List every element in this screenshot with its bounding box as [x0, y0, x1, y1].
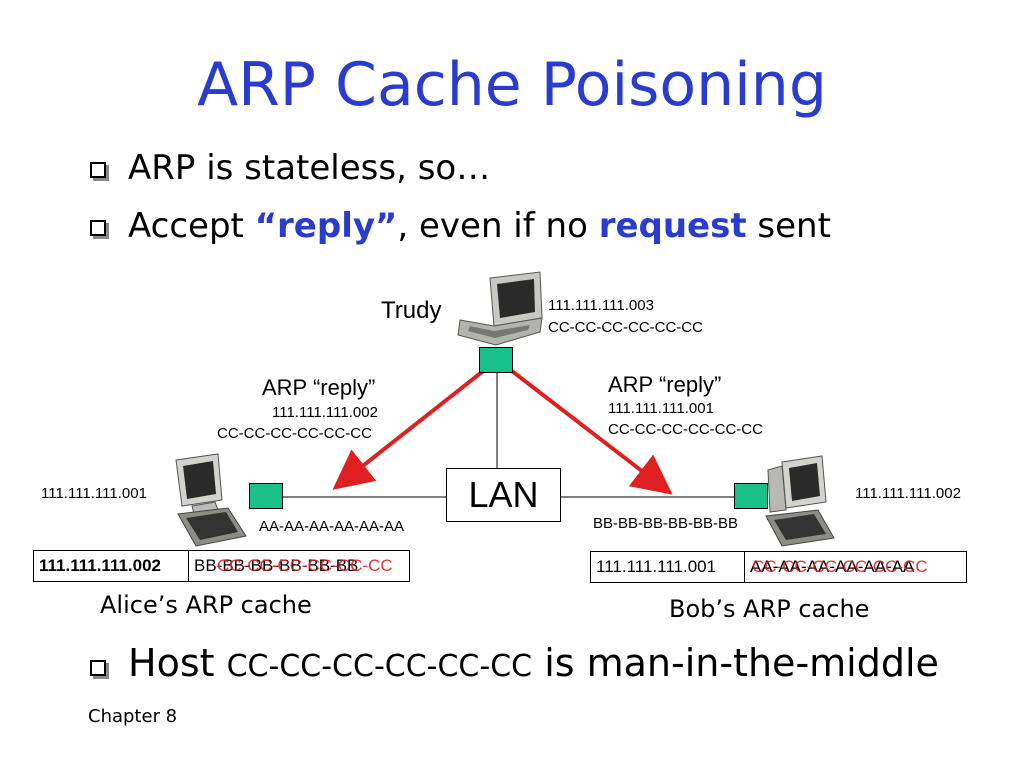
alice-ip: 111.111.111.001 [41, 485, 147, 502]
bullet-square-icon [90, 220, 106, 236]
bob-cache-mac-new: CC-CC-CC-CC-CC-CC [752, 557, 928, 576]
bullet-accept-mid: , even if no [397, 206, 599, 246]
left-reply-ip: 111.111.111.002 [272, 404, 378, 421]
bob-computer-icon [765, 455, 835, 547]
alice-cache-ip-text: 111.111.111.002 [39, 556, 161, 575]
request-keyword: request [598, 206, 747, 246]
trudy-switch [479, 347, 513, 373]
right-reply-mac: CC-CC-CC-CC-CC-CC [608, 421, 763, 438]
bob-switch [734, 483, 768, 509]
laptop-icon [457, 271, 543, 346]
bob-mac: BB-BB-BB-BB-BB-BB [593, 515, 739, 532]
trudy-ip: 111.111.111.003 [548, 297, 654, 314]
bullet-square-icon [90, 660, 106, 676]
bullet-host-mac: CC-CC-CC-CC-CC-CC [226, 649, 533, 684]
bob-cache-mac: AA-AA-AA-AA-AA-AA CC-CC-CC-CC-CC-CC [745, 552, 966, 582]
bullet-stateless-text: ARP is stateless, so… [128, 148, 491, 188]
arrow-to-alice [332, 366, 489, 490]
bullet-square-icon [90, 162, 106, 178]
slide-title: ARP Cache Poisoning [197, 50, 827, 120]
arrow-to-bob [506, 366, 673, 495]
bob-ip: 111.111.111.002 [855, 485, 961, 502]
bob-cache-mac-old: AA-AA-AA-AA-AA-AA [750, 557, 915, 576]
alice-arp-cache-table: 111.111.111.002 BB-BB-BB-BB-BB-BB CC-CC-… [33, 550, 410, 582]
bullet-accept-reply: Accept “reply”, even if no request sent [128, 206, 831, 246]
alice-cache-mac: BB-BB-BB-BB-BB-BB CC-CC-CC-CC-CC-CC [189, 551, 409, 581]
trudy-label: Trudy [381, 297, 442, 324]
bullet-accept-prefix: Accept [128, 206, 255, 246]
bob-cache-ip: 111.111.111.001 [591, 552, 745, 582]
footer-chapter: Chapter 8 [88, 706, 178, 727]
bullet-stateless: ARP is stateless, so… [128, 148, 490, 188]
bullet-host-suffix: is man-in-the-middle [532, 641, 939, 685]
bob-arp-cache-table: 111.111.111.001 AA-AA-AA-AA-AA-AA CC-CC-… [590, 551, 967, 583]
lan-box: LAN [446, 468, 561, 522]
bob-cache-label: Bob’s ARP cache [669, 595, 870, 623]
right-reply-label: ARP “reply” [608, 372, 722, 397]
reply-keyword: “reply” [254, 206, 398, 246]
alice-computer-icon [175, 453, 247, 547]
alice-switch [249, 483, 283, 509]
alice-cache-mac-old: BB-BB-BB-BB-BB-BB [194, 556, 359, 575]
bullet-host-prefix: Host [128, 641, 227, 685]
alice-cache-ip: 111.111.111.002 [34, 551, 189, 581]
left-reply-label: ARP “reply” [262, 375, 376, 400]
alice-cache-label: Alice’s ARP cache [100, 591, 312, 619]
bullet-man-in-the-middle: Host CC-CC-CC-CC-CC-CC is man-in-the-mid… [128, 641, 939, 685]
left-reply-mac: CC-CC-CC-CC-CC-CC [217, 425, 372, 442]
bullet-accept-suffix: sent [746, 206, 831, 246]
trudy-mac: CC-CC-CC-CC-CC-CC [548, 319, 703, 336]
bob-cache-ip-text: 111.111.111.001 [596, 557, 717, 576]
alice-mac: AA-AA-AA-AA-AA-AA [259, 518, 405, 535]
alice-cache-mac-new: CC-CC-CC-CC-CC-CC [217, 556, 393, 575]
lan-label: LAN [468, 474, 539, 515]
right-reply-ip: 111.111.111.001 [608, 400, 714, 417]
